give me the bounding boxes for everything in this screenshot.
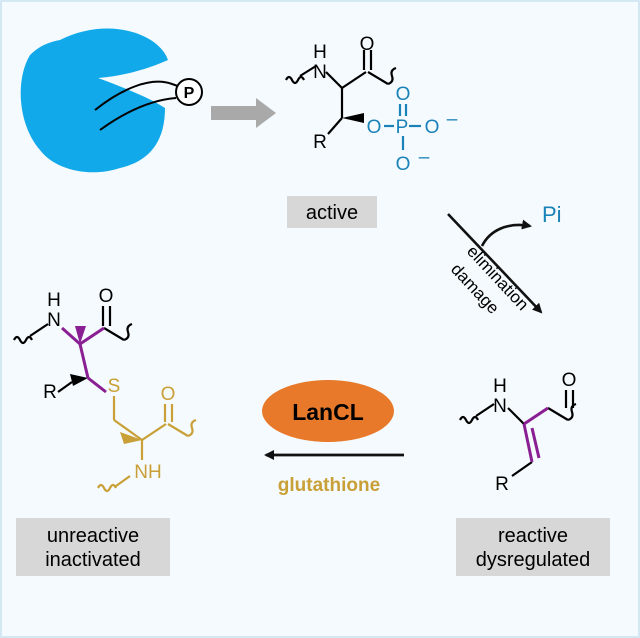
wavy-bond-left <box>97 483 117 493</box>
atom-nh-gold: NH <box>134 462 161 483</box>
atom-n: N <box>313 62 327 83</box>
wavy-bond-left <box>459 415 479 425</box>
charge-minus-bottom: – <box>419 147 430 168</box>
bond <box>79 326 105 346</box>
atom-o: O <box>562 370 577 391</box>
charge-minus-right: – <box>447 109 458 130</box>
adduct-black-bonds <box>13 306 133 393</box>
bond <box>87 376 107 394</box>
active-label-box <box>287 196 377 228</box>
bond <box>61 326 81 346</box>
atom-h: H <box>313 42 327 63</box>
bond <box>475 403 495 417</box>
bond <box>57 381 73 393</box>
alkene-bond-1 <box>522 423 534 463</box>
reactive-purple-bonds <box>522 406 549 463</box>
lancl-ellipse <box>262 380 394 442</box>
atom-r: R <box>43 382 57 403</box>
active-molecule <box>285 50 397 135</box>
atom-h: H <box>47 290 61 311</box>
bond <box>327 117 343 135</box>
reactive-label-box <box>456 518 610 576</box>
wedge-bond <box>70 374 88 386</box>
atom-n: N <box>493 396 507 417</box>
wedge-bond-gold <box>120 432 142 444</box>
bond <box>523 406 549 426</box>
inactivated-label: inactivated <box>45 549 141 571</box>
unreactive-label-box <box>16 518 170 576</box>
bond <box>299 65 317 77</box>
wavy-bond-left <box>285 75 305 85</box>
bond <box>115 475 131 487</box>
wedge-bond <box>342 113 364 123</box>
atom-r: R <box>313 132 327 153</box>
unreactive-label: unreactive <box>47 525 139 547</box>
bond <box>547 407 569 421</box>
lancl-label: LanCL <box>292 399 364 425</box>
bond <box>511 461 533 477</box>
atom-h: H <box>493 376 507 397</box>
wavy-bond-left <box>13 335 33 345</box>
bond <box>141 423 167 441</box>
atom-o-gold: O <box>161 384 176 405</box>
atom-o-top: O <box>396 84 411 105</box>
wavy-bond-right <box>567 402 577 422</box>
atom-n: N <box>47 310 61 331</box>
pi-release-arrow <box>480 219 532 247</box>
wavy-bond-right <box>123 322 133 342</box>
elimination-arrow <box>447 213 543 314</box>
atom-s: S <box>108 376 121 397</box>
dysregulated-label: dysregulated <box>476 549 591 571</box>
wavy-bond-right <box>387 66 397 86</box>
wavy-bond-right <box>187 418 197 438</box>
atom-o: O <box>99 286 114 307</box>
reactive-label: reactive <box>498 525 568 547</box>
enzyme-blob-icon <box>20 28 169 173</box>
atom-o-bridge: O <box>367 117 382 138</box>
gray-arrow <box>211 98 276 128</box>
glutathione-label: glutathione <box>278 475 380 496</box>
atom-r: R <box>495 474 509 495</box>
alkene-bond-2 <box>530 427 541 459</box>
bond <box>78 343 90 379</box>
adduct-gold-bonds <box>97 396 197 493</box>
bond <box>103 327 125 341</box>
bond <box>29 323 49 337</box>
atom-o: O <box>360 34 375 55</box>
atom-o-right: O <box>425 117 440 138</box>
bond <box>113 419 143 441</box>
bond <box>507 407 525 425</box>
enzyme-group: P <box>20 28 203 173</box>
reactive-molecule <box>459 390 577 477</box>
phosphate-group <box>384 104 421 150</box>
active-label: active <box>306 202 358 224</box>
bond <box>367 71 389 85</box>
wedge-bond-purple <box>75 326 86 344</box>
adduct-purple-bonds <box>61 326 107 394</box>
peptide-strand-lower <box>99 97 177 131</box>
atom-p: P <box>396 117 409 138</box>
bond <box>167 423 189 437</box>
atom-o-bottom: O <box>396 154 411 175</box>
phospho-tag-label: P <box>184 85 195 102</box>
phospho-circle-icon <box>175 78 203 106</box>
pi-label: Pi <box>542 202 562 227</box>
